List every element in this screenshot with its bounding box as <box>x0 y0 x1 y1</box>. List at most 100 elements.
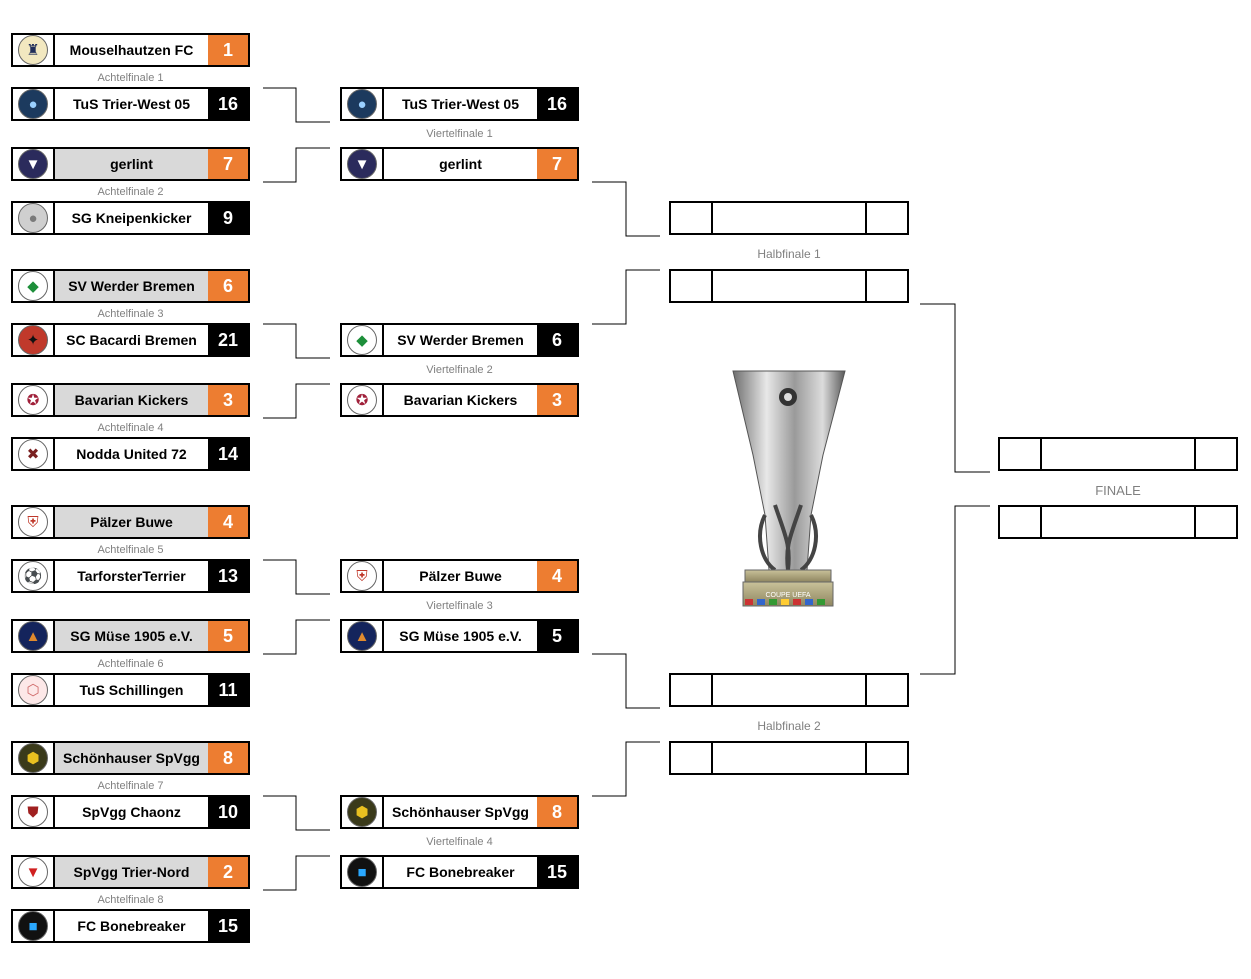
team-score: 6 <box>208 271 248 301</box>
team-logo: ⬡ <box>13 675 55 705</box>
match-label: Achtelfinale 7 <box>97 780 164 792</box>
team-score: 16 <box>537 89 577 119</box>
team-logo: ▲ <box>342 621 384 651</box>
team-name: Bavarian Kickers <box>403 392 518 408</box>
team-name: Nodda United 72 <box>76 446 187 462</box>
team-logo: ▲ <box>13 621 55 651</box>
team-name: FC Bonebreaker <box>77 918 186 934</box>
match-label: Viertelfinale 4 <box>426 836 493 848</box>
semifinal-2-slot-1 <box>669 673 909 707</box>
team-name: SV Werder Bremen <box>397 332 524 348</box>
team-name: gerlint <box>55 149 208 179</box>
team-score: 3 <box>208 385 248 415</box>
mouselhautzen-crest-icon: ♜ <box>18 35 48 65</box>
team-score: 3 <box>537 385 577 415</box>
team-logo: ⛨ <box>13 507 55 537</box>
team-score: 14 <box>208 439 248 469</box>
match-label: Viertelfinale 1 <box>426 128 493 140</box>
semifinal-2-slot-2 <box>669 741 909 775</box>
team-logo: ● <box>13 89 55 119</box>
team-score: 7 <box>208 149 248 179</box>
match-label: Viertelfinale 2 <box>426 364 493 376</box>
team-logo: ⛊ <box>13 797 55 827</box>
final-label: FINALE <box>1095 483 1141 498</box>
team-logo: ▼ <box>13 149 55 179</box>
team-logo: ⬢ <box>13 743 55 773</box>
team-score: 16 <box>208 89 248 119</box>
team-name: Mouselhautzen FC <box>69 42 194 58</box>
team-name: Pälzer Buwe <box>55 507 208 537</box>
team-name: TuS Trier-West 05 <box>402 96 519 112</box>
team-logo: ✖ <box>13 439 55 469</box>
nodda-crest-icon: ✖ <box>18 439 48 469</box>
final-slot-1 <box>998 437 1238 471</box>
trier-nord-crest-icon: ▼ <box>18 857 48 887</box>
match-label: Achtelfinale 5 <box>97 544 164 556</box>
team-score: 11 <box>208 675 248 705</box>
team-box-sg-kneipenkicker: ● SG Kneipenkicker 9 <box>11 201 250 235</box>
trophy-text: COUPE UEFA <box>765 592 810 599</box>
team-score: 5 <box>208 621 248 651</box>
team-name: SV Werder Bremen <box>55 271 208 301</box>
team-score: 5 <box>537 621 577 651</box>
team-score: 1 <box>208 35 248 65</box>
team-box-sg-m-se-1905-e-v: ▲SG Müse 1905 e.V.5 <box>11 619 250 653</box>
team-box-bavarian-kickers: ✪ Bavarian Kickers 3 <box>340 383 579 417</box>
bonebreaker-crest-icon: ■ <box>347 857 377 887</box>
team-name: SC Bacardi Bremen <box>66 332 197 348</box>
team-name: TuS Trier-West 05 <box>73 96 190 112</box>
team-logo: ■ <box>13 911 55 941</box>
team-box-sv-werder-bremen: ◆ SV Werder Bremen 6 <box>340 323 579 357</box>
werder-crest-icon: ◆ <box>18 271 48 301</box>
team-score: 9 <box>208 203 248 233</box>
bacardi-crest-icon: ✦ <box>18 325 48 355</box>
team-name: Bavarian Kickers <box>55 385 208 415</box>
team-score: 15 <box>537 857 577 887</box>
team-logo: ⚽ <box>13 561 55 591</box>
werder-crest-icon: ◆ <box>347 325 377 355</box>
match-label: Achtelfinale 4 <box>97 422 164 434</box>
tarforster-crest-icon: ⚽ <box>18 561 48 591</box>
team-score: 6 <box>537 325 577 355</box>
semifinal-1-slot-1 <box>669 201 909 235</box>
gerlint-crest-icon: ▼ <box>18 149 48 179</box>
trier-west-crest-icon: ● <box>347 89 377 119</box>
team-logo: ◆ <box>13 271 55 301</box>
team-name: SpVgg Trier-Nord <box>55 857 208 887</box>
team-name: gerlint <box>439 156 482 172</box>
team-name: SG Müse 1905 e.V. <box>55 621 208 651</box>
team-logo: ✪ <box>342 385 384 415</box>
team-logo: ⛨ <box>342 561 384 591</box>
match-label: Achtelfinale 3 <box>97 308 164 320</box>
team-score: 8 <box>537 797 577 827</box>
chaonz-crest-icon: ⛊ <box>18 797 48 827</box>
team-box-nodda-united-72: ✖ Nodda United 72 14 <box>11 437 250 471</box>
team-name: SG Kneipenkicker <box>71 210 192 226</box>
team-logo: ⬢ <box>342 797 384 827</box>
team-box-tus-trier-west-05: ● TuS Trier-West 05 16 <box>340 87 579 121</box>
muese-crest-icon: ▲ <box>347 621 377 651</box>
gerlint-crest-icon: ▼ <box>347 149 377 179</box>
team-name: Pälzer Buwe <box>419 568 502 584</box>
team-name: Schönhauser SpVgg <box>392 804 529 820</box>
kneipenkicker-crest-icon: ● <box>18 203 48 233</box>
team-name: SpVgg Chaonz <box>82 804 181 820</box>
team-logo: ♜ <box>13 35 55 65</box>
bonebreaker-crest-icon: ■ <box>18 911 48 941</box>
match-label: Achtelfinale 1 <box>97 72 164 84</box>
team-logo: ● <box>342 89 384 119</box>
team-score: 4 <box>208 507 248 537</box>
team-logo: ■ <box>342 857 384 887</box>
team-box-mouselhautzen-fc: ♜ Mouselhautzen FC 1 <box>11 33 250 67</box>
team-name: Schönhauser SpVgg <box>55 743 208 773</box>
